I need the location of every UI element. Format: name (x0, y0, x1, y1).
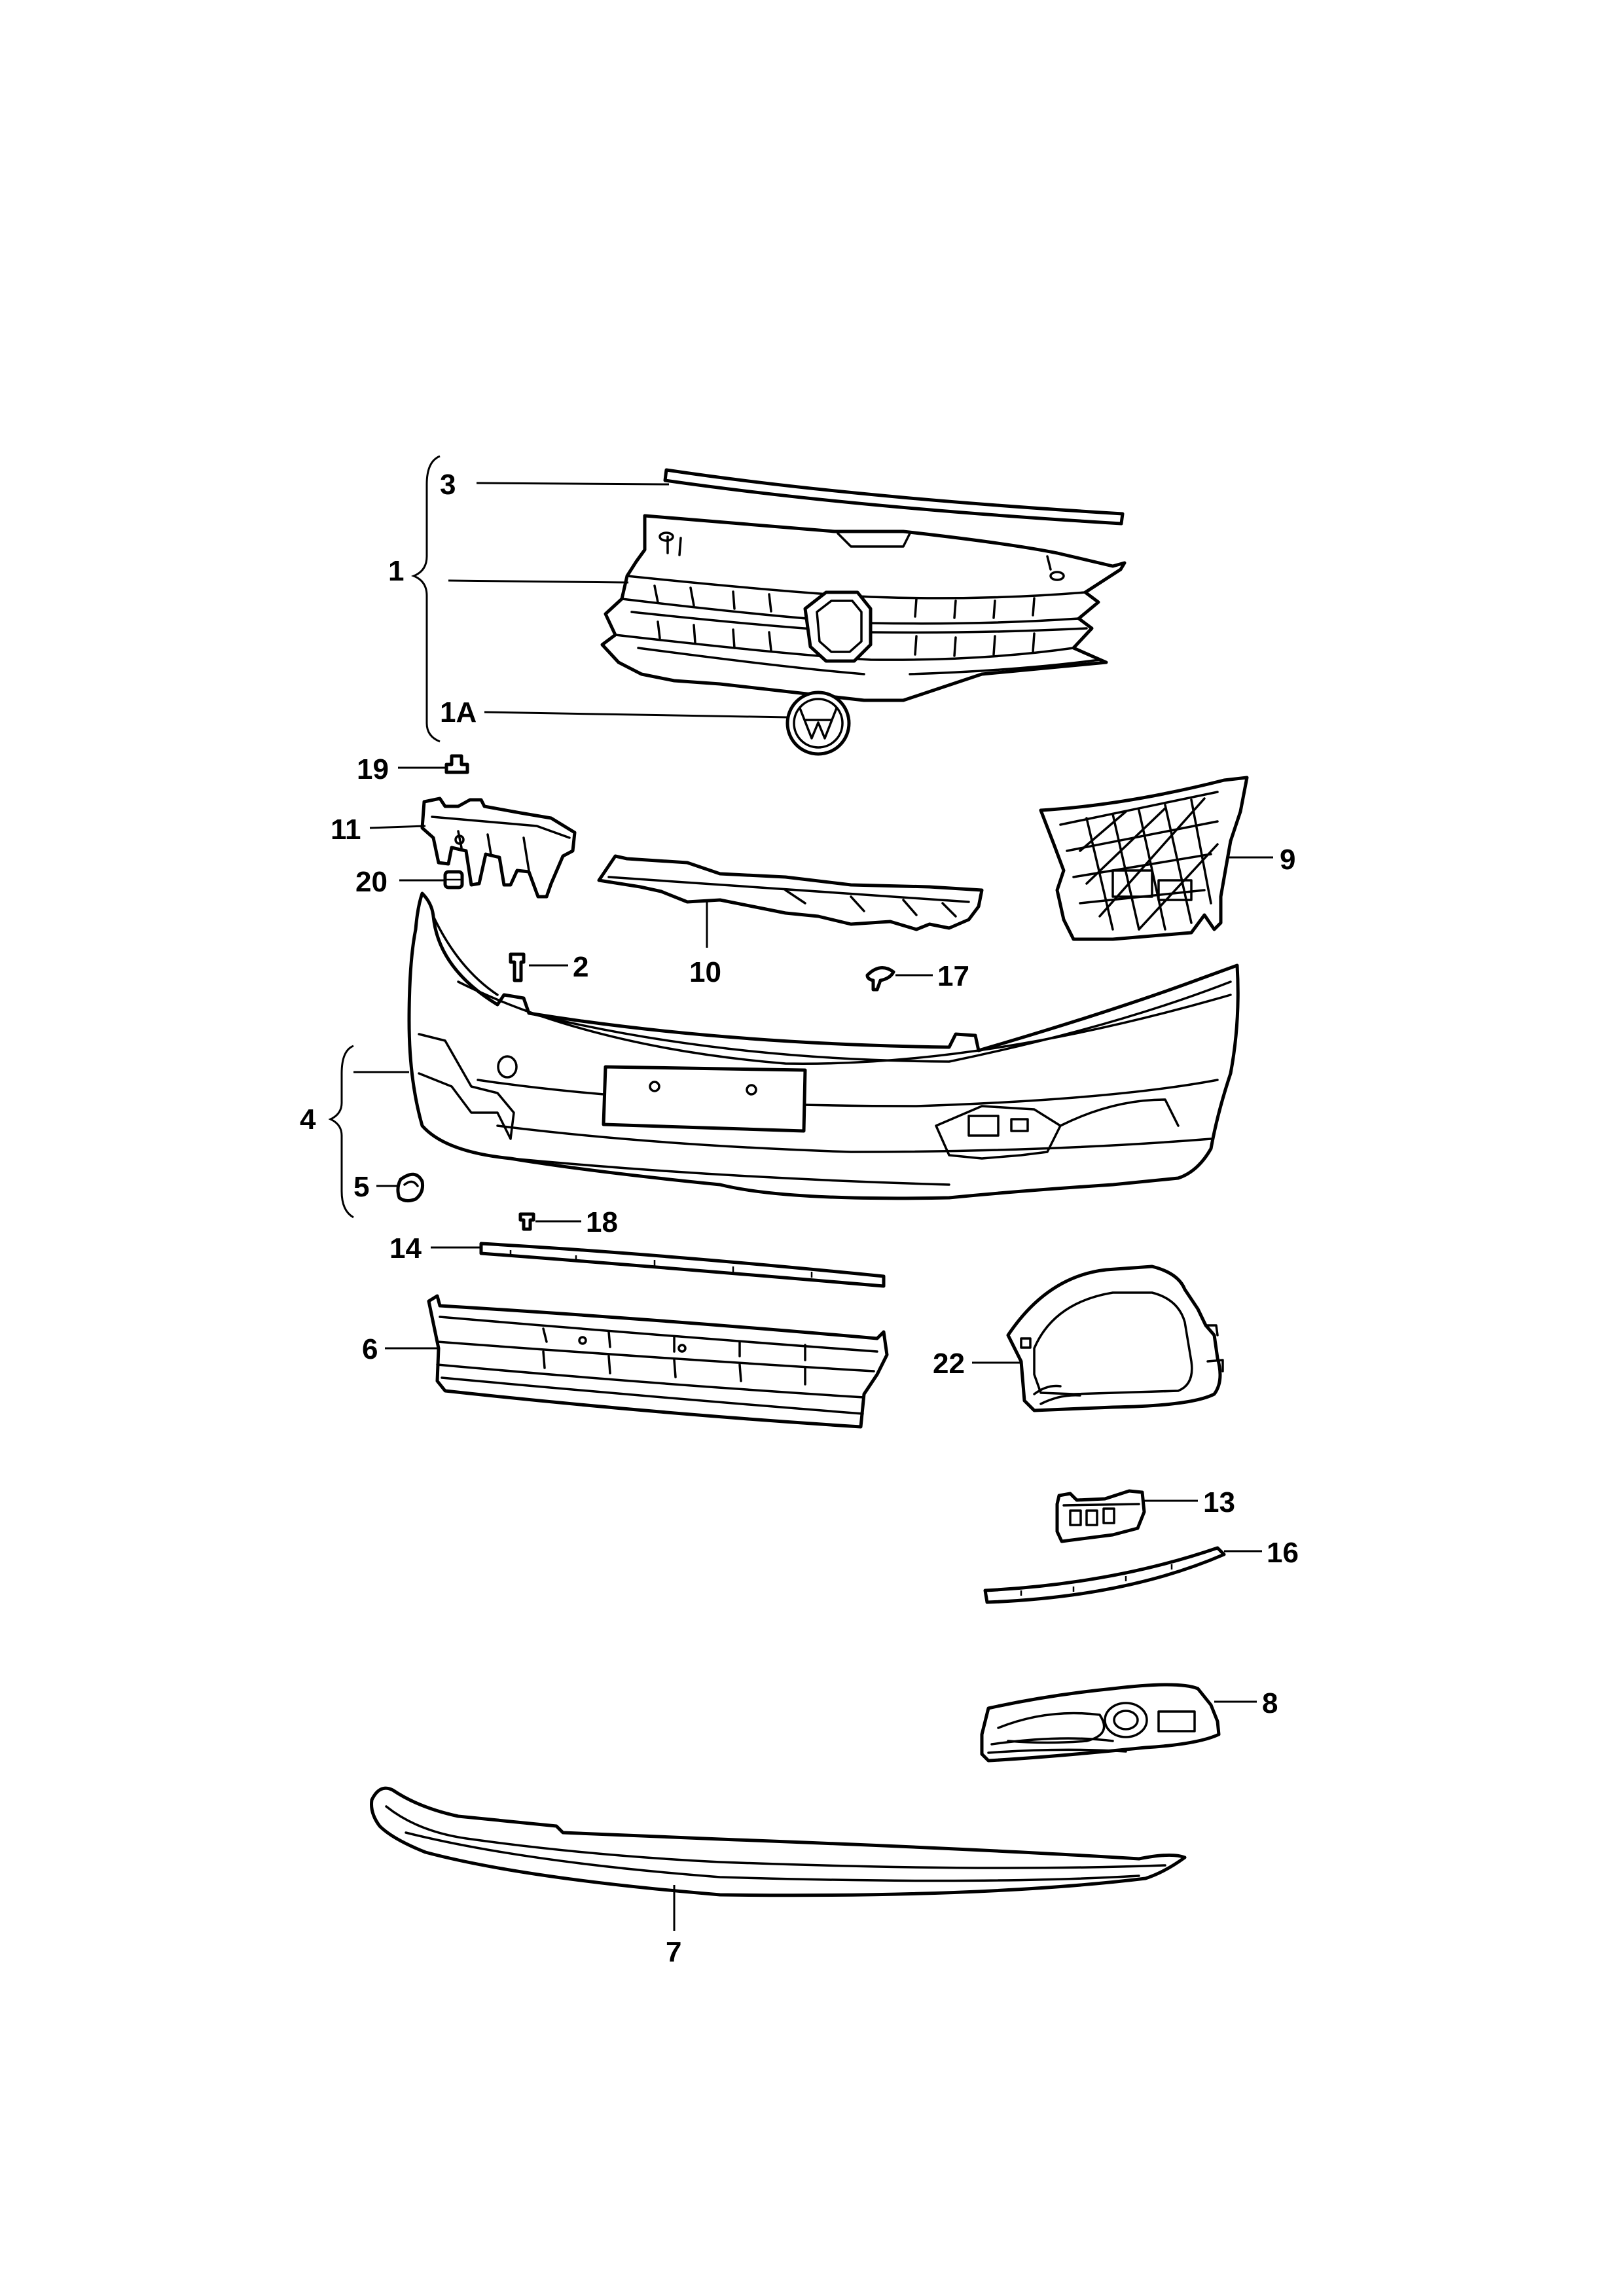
part-7-lower-spoiler (370, 1786, 1187, 1897)
part-10-reinforcement-bar (597, 854, 984, 931)
part-18-screw (518, 1212, 535, 1231)
callout-16: 16 (1267, 1537, 1299, 1569)
part-14-trim-strip (479, 1242, 886, 1288)
leader-1a (484, 711, 789, 719)
leader-3 (476, 482, 670, 486)
callout-8: 8 (1262, 1687, 1278, 1719)
callout-4: 4 (300, 1103, 316, 1136)
part-13-clip-bracket (1055, 1489, 1146, 1543)
part-19-screw (444, 754, 469, 774)
callout-19: 19 (357, 753, 389, 785)
part-16-trim-strip (983, 1546, 1226, 1604)
part-3-upper-trim-strip (663, 468, 1125, 526)
leader-11 (369, 825, 426, 829)
callout-14: 14 (389, 1232, 422, 1265)
callout-6: 6 (362, 1333, 378, 1365)
part-17-rivet (865, 966, 895, 992)
callout-1: 1 (388, 555, 404, 587)
bracket-group-1 (410, 455, 441, 743)
part-1-radiator-grille (600, 514, 1127, 702)
part-9-side-grille (1039, 776, 1249, 941)
callout-11: 11 (331, 814, 361, 846)
part-1a-vw-emblem (785, 691, 851, 756)
part-11-mounting-bracket (420, 797, 577, 899)
part-22-fog-lamp-frame (1006, 1265, 1224, 1412)
part-4-bumper-cover (407, 891, 1240, 1200)
callout-13: 13 (1203, 1486, 1235, 1518)
callout-20: 20 (355, 866, 388, 898)
callout-1a: 1A (440, 696, 477, 728)
callout-10: 10 (689, 956, 721, 988)
callout-17: 17 (937, 960, 969, 992)
bracket-group-4 (328, 1045, 354, 1219)
part-5-cap (396, 1172, 424, 1203)
callout-2: 2 (573, 951, 588, 983)
callout-18: 18 (586, 1206, 618, 1238)
callout-5: 5 (353, 1171, 369, 1203)
leader-1 (448, 579, 629, 584)
callout-9: 9 (1280, 844, 1295, 876)
callout-7: 7 (666, 1936, 681, 1968)
part-20-clip-nut (443, 870, 464, 889)
callout-22: 22 (933, 1348, 965, 1380)
part-2-bolt (509, 952, 526, 982)
part-8-fog-lamp-cover (980, 1683, 1221, 1763)
part-6-lower-grille (427, 1294, 889, 1429)
callout-3: 3 (440, 469, 456, 501)
